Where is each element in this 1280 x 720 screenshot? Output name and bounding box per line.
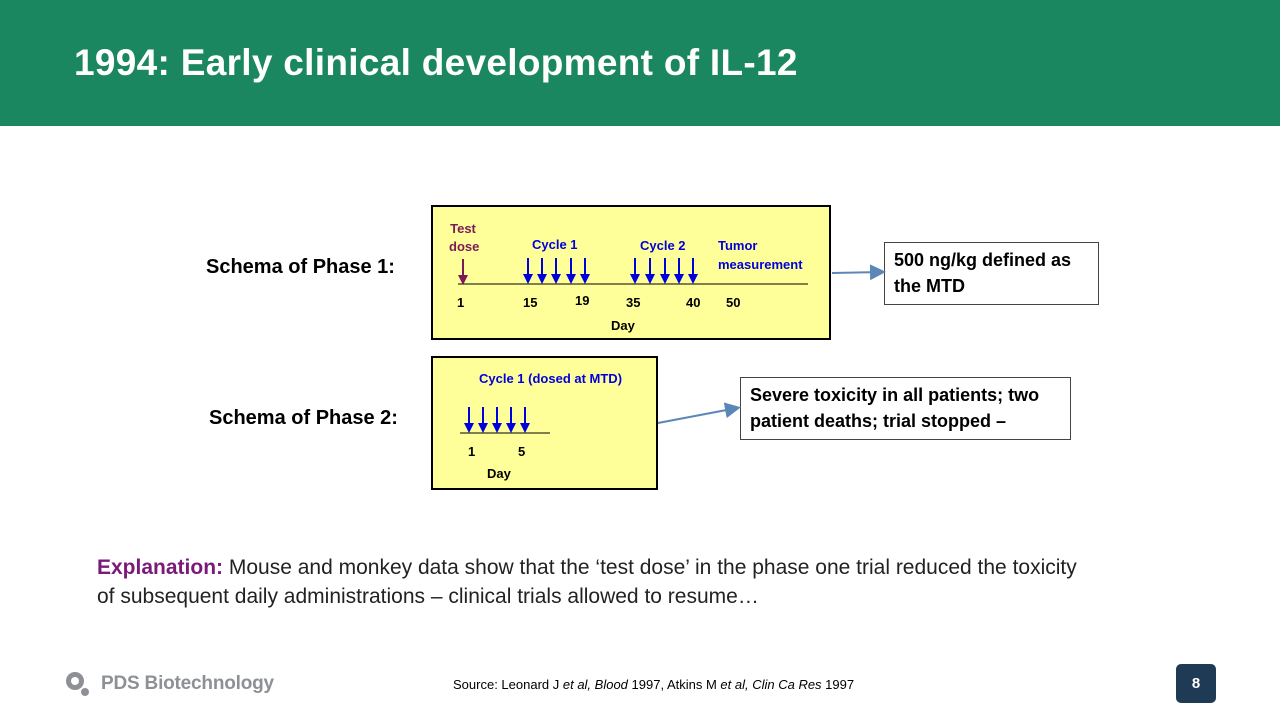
cycle2-label: Cycle 2 — [640, 238, 686, 253]
dose-arrow — [645, 258, 655, 284]
tick-label: 1 — [468, 444, 476, 459]
source-mid: 1997, Atkins M — [627, 677, 721, 692]
explanation-text: Explanation: Mouse and monkey data show … — [97, 553, 1097, 611]
phase1-schema-box: Test dose Cycle 1 Cycle 2 Tumor measurem… — [431, 205, 831, 340]
dose-arrow — [674, 258, 684, 284]
phase2-label: Schema of Phase 2: — [209, 407, 398, 429]
phase1-label: Schema of Phase 1: — [206, 256, 395, 278]
phase2-connector-arrow — [657, 402, 741, 424]
dose-arrow — [492, 407, 502, 433]
test-dose-label-line2: dose — [449, 239, 480, 254]
phase1-result-box: 500 ng/kg defined as the MTD — [884, 242, 1099, 305]
cycle1-label: Cycle 1 — [532, 237, 578, 252]
dose-arrow — [523, 258, 533, 284]
dose-arrow — [506, 407, 516, 433]
dose-arrow — [580, 258, 590, 284]
tick-label: 5 — [518, 444, 526, 459]
logo-text: PDS Biotechnology — [101, 673, 274, 694]
tumor-label-line2: measurement — [718, 257, 803, 272]
dose-arrow — [520, 407, 530, 433]
cycle1-dose-arrows — [523, 258, 590, 284]
dose-arrow — [551, 258, 561, 284]
dose-arrow — [478, 407, 488, 433]
tumor-measurement-label: Tumor measurement — [718, 236, 803, 274]
source-journal-1: et al, Blood — [562, 677, 628, 692]
dose-arrow — [537, 258, 547, 284]
dose-arrow — [630, 258, 640, 284]
phase1-connector-arrow — [831, 264, 886, 281]
title-bar: 1994: Early clinical development of IL-1… — [0, 0, 1280, 126]
test-dose-label: Test dose — [449, 220, 480, 256]
axis-label-day: Day — [611, 318, 635, 333]
tumor-label-line1: Tumor — [718, 238, 758, 253]
dose-arrow — [660, 258, 670, 284]
phase2-cycle-label: Cycle 1 (dosed at MTD) — [479, 371, 623, 386]
tick-label: 40 — [686, 295, 701, 310]
source-journal-2: et al, Clin Ca Res — [720, 677, 822, 692]
phase2-dose-arrows — [464, 407, 530, 433]
company-logo: PDS Biotechnology — [63, 669, 274, 699]
pds-logo-icon — [66, 672, 89, 696]
tick-label: 35 — [626, 295, 641, 310]
axis-label-day: Day — [487, 466, 511, 481]
dose-arrow — [688, 258, 698, 284]
tick-label: 19 — [575, 293, 590, 308]
tick-label: 1 — [457, 295, 465, 310]
dose-arrow — [566, 258, 576, 284]
tick-label: 15 — [523, 295, 538, 310]
explanation-body: Mouse and monkey data show that the ‘tes… — [97, 556, 1077, 608]
dose-arrow — [464, 407, 474, 433]
test-dose-label-line1: Test — [450, 221, 476, 236]
cycle2-dose-arrows — [630, 258, 698, 284]
explanation-label: Explanation: — [97, 556, 224, 579]
phase2-result-box: Severe toxicity in all patients; two pat… — [740, 377, 1071, 440]
source-prefix: Source: Leonard J — [453, 677, 563, 692]
tick-label: 50 — [726, 295, 741, 310]
source-suffix: 1997 — [821, 677, 855, 692]
source-citation: Source: Leonard J et al, Blood 1997, Atk… — [453, 677, 854, 692]
slide-title: 1994: Early clinical development of IL-1… — [74, 42, 798, 83]
page-number-badge: 8 — [1176, 664, 1216, 703]
test-dose-arrow — [458, 259, 468, 285]
